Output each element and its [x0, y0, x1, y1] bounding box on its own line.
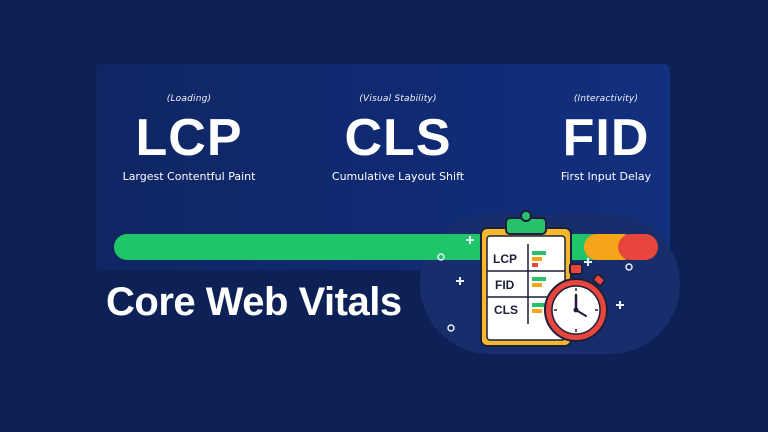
page-title: Core Web Vitals [106, 280, 402, 324]
stopwatch-icon [544, 263, 608, 342]
illustration: LCP FID CLS [437, 210, 633, 347]
dot-decoration [437, 253, 633, 332]
metric-abbr: LCP [135, 109, 243, 167]
metric-full-name: Largest Contentful Paint [122, 170, 256, 183]
metric-lcp: (Loading) LCP Largest Contentful Paint [89, 94, 289, 183]
sparkle-icon [456, 236, 624, 309]
metric-fid: (Interactivity) FID First Input Delay [506, 94, 706, 183]
metric-category: (Interactivity) [573, 94, 639, 104]
clipboard-row-label: LCP [493, 252, 517, 266]
metric-abbr: FID [562, 109, 650, 167]
metric-full-name: First Input Delay [560, 170, 652, 183]
metric-abbr: CLS [344, 109, 452, 167]
metric-category: (Visual Stability) [359, 94, 437, 104]
metric-cls: (Visual Stability) CLS Cumulative Layout… [298, 94, 498, 183]
clipboard-row-label: FID [495, 278, 515, 292]
clipboard-row-label: CLS [494, 303, 518, 317]
metric-category: (Loading) [166, 94, 212, 104]
score-bar-poor [618, 234, 658, 260]
metric-full-name: Cumulative Layout Shift [331, 170, 465, 183]
